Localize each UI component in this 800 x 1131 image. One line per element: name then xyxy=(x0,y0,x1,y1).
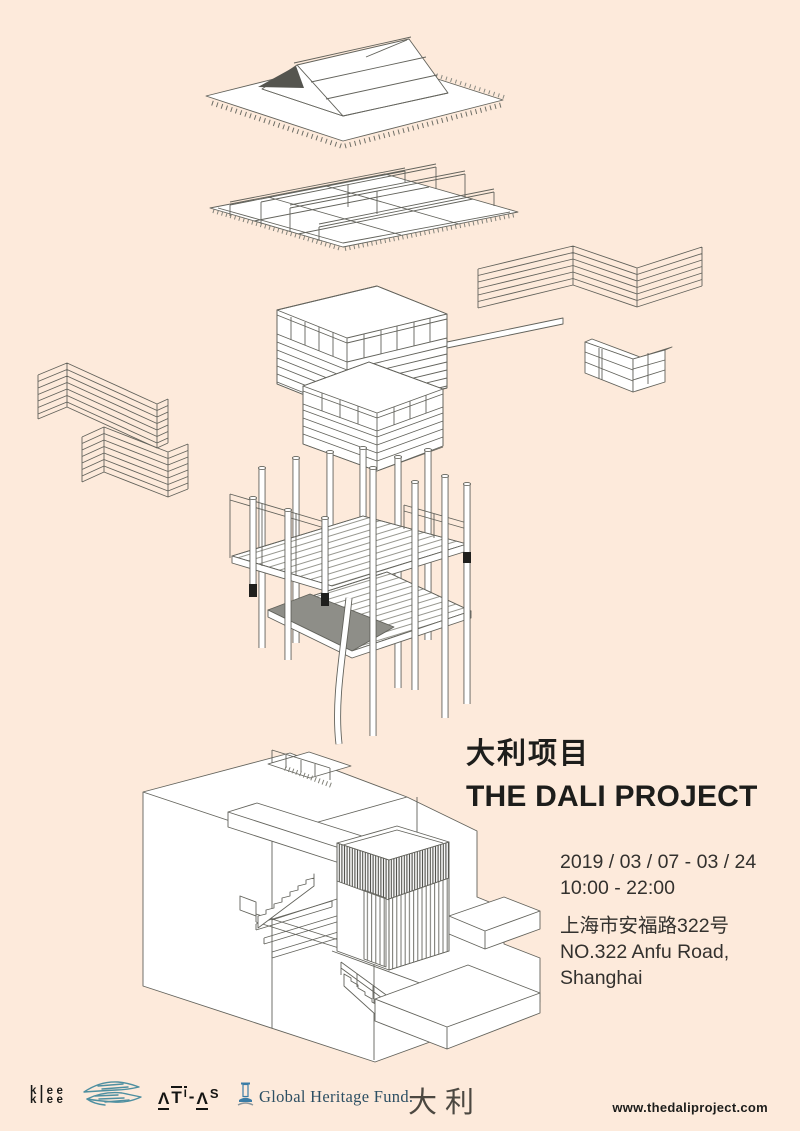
monument-icon xyxy=(237,1081,254,1113)
slat-rails-left xyxy=(37,362,189,498)
klee-line-2: klee xyxy=(30,1093,67,1106)
event-hours: 10:00 - 22:00 xyxy=(560,877,675,899)
clapboard-box xyxy=(276,285,564,472)
event-schedule: 2019 / 03 / 07 - 03 / 24 10:00 - 22:00 xyxy=(560,849,756,901)
atlas-glyph: Λ xyxy=(158,1089,170,1110)
klee-klee-logo: klee klee xyxy=(30,1085,67,1106)
address-city: Shanghai xyxy=(560,967,643,989)
atlas-glyph: Λ xyxy=(196,1089,208,1110)
plank-panel xyxy=(584,338,673,393)
title-block: 大利项目 THE DALI PROJECT xyxy=(466,738,758,814)
hands-icon xyxy=(78,1077,148,1120)
title-chinese: 大利项目 xyxy=(466,738,591,770)
atlas-glyph: I xyxy=(183,1086,187,1100)
address-chinese: 上海市安福路322号 xyxy=(560,915,730,937)
roof-layer xyxy=(205,36,505,149)
global-heritage-fund-logo: Global Heritage Fund. xyxy=(237,1081,413,1113)
website-url: www.thedaliproject.com xyxy=(612,1100,768,1115)
event-dates: 2019 / 03 / 07 - 03 / 24 xyxy=(560,851,757,873)
atlas-glyph: T xyxy=(171,1086,182,1107)
dali-wordmark: 大利 xyxy=(408,1087,483,1119)
atlas-glyph: - xyxy=(188,1087,195,1106)
gallery-building xyxy=(142,749,541,1063)
roof-framing-layer xyxy=(209,163,519,251)
klee-line-1: klee xyxy=(30,1085,67,1097)
title-english: THE DALI PROJECT xyxy=(466,779,758,813)
event-venue: 上海市安福路322号 NO.322 Anfu Road, Shanghai xyxy=(560,913,729,991)
atlas-glyph: S xyxy=(209,1086,219,1101)
slat-rails-right xyxy=(477,245,703,309)
ghf-wordmark: Global Heritage Fund. xyxy=(259,1087,414,1106)
address-english: NO.322 Anfu Road, xyxy=(560,941,730,963)
stilt-platform xyxy=(229,445,472,745)
